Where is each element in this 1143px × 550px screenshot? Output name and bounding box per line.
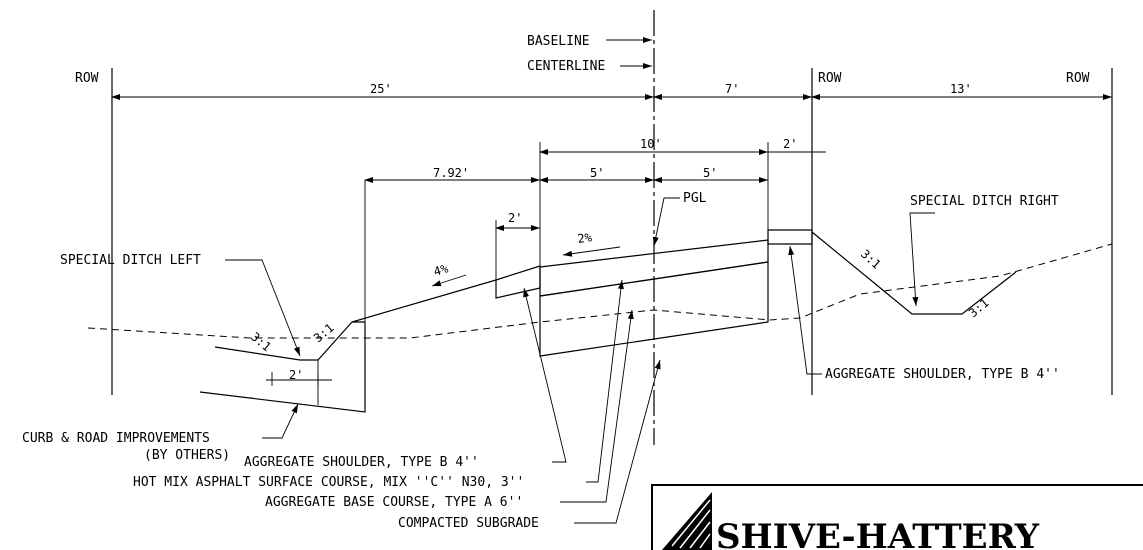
agg-base-label: AGGREGATE BASE COURSE, TYPE A 6'' (265, 495, 523, 510)
curb-road-profile (199, 322, 366, 413)
left-ditch-profile (214, 321, 353, 361)
dim-792-text: 7.92' (433, 166, 469, 180)
aggregate-shoulder-left (495, 265, 541, 299)
dim-5-left-text: 5' (590, 166, 604, 180)
row-left-label: ROW (75, 71, 99, 86)
hot-mix-label: HOT MIX ASPHALT SURFACE COURSE, MIX ''C'… (133, 475, 524, 490)
hot-mix-leader (586, 279, 624, 483)
dim-2-top-text: 2' (783, 137, 797, 151)
slope-31-right-2: 3:1 (966, 296, 992, 321)
dim-10-text: 10' (640, 137, 662, 151)
baseline-label: BASELINE (527, 34, 590, 49)
dim-2-shoulder-text: 2' (508, 211, 522, 225)
slope-4pct-arrow (431, 274, 467, 287)
curb-road-leader (262, 403, 299, 439)
dim-2-ditch-text: 2' (289, 368, 303, 382)
curb-road-label-2: (BY OTHERS) (144, 448, 230, 463)
row-mid-label: ROW (818, 71, 842, 86)
centerline-label: CENTERLINE (527, 59, 605, 74)
row-right-label: ROW (1066, 71, 1090, 86)
agg-shoulder-right-label: AGGREGATE SHOULDER, TYPE B 4'' (825, 367, 1060, 382)
dim-25-text: 25' (370, 82, 392, 96)
subgrade-leader (574, 359, 661, 524)
logo-mark-icon (662, 492, 712, 550)
agg-shoulder-left-leader (523, 287, 567, 463)
pgl-label: PGL (683, 191, 707, 206)
dim-13-text: 13' (950, 82, 972, 96)
slope-2pct-arrow (562, 246, 621, 257)
title-block (651, 484, 1143, 550)
special-ditch-right-leader (909, 212, 935, 307)
dim-5-right-text: 5' (703, 166, 717, 180)
pgl-leader (652, 197, 680, 247)
slope-2pct-text: 2% (577, 230, 594, 246)
curb-road-label-1: CURB & ROAD IMPROVEMENTS (22, 431, 210, 446)
left-foreslope (351, 279, 497, 323)
special-ditch-left-label: SPECIAL DITCH LEFT (60, 253, 201, 268)
existing-ground-line (87, 243, 1113, 339)
slope-31-ditch-l1: 3:1 (248, 330, 274, 355)
agg-shoulder-right-leader (788, 245, 822, 375)
agg-shoulder-left-label: AGGREGATE SHOULDER, TYPE B 4'' (244, 455, 479, 470)
special-ditch-left-leader (225, 259, 301, 357)
agg-base-leader (560, 309, 634, 503)
slope-31-right-1: 3:1 (858, 247, 883, 272)
logo-wordmark: SHIVE-HATTERY (716, 517, 1040, 550)
special-ditch-right-label: SPECIAL DITCH RIGHT (910, 194, 1059, 209)
slope-31-ditch-l2: 3:1 (311, 321, 337, 346)
right-ditch-profile (811, 231, 1017, 315)
slope-4pct-text: 4% (432, 261, 450, 279)
dim-7-text: 7' (725, 82, 739, 96)
aggregate-base-course (539, 261, 769, 357)
aggregate-shoulder-right (767, 229, 813, 245)
subgrade-label: COMPACTED SUBGRADE (398, 516, 539, 531)
